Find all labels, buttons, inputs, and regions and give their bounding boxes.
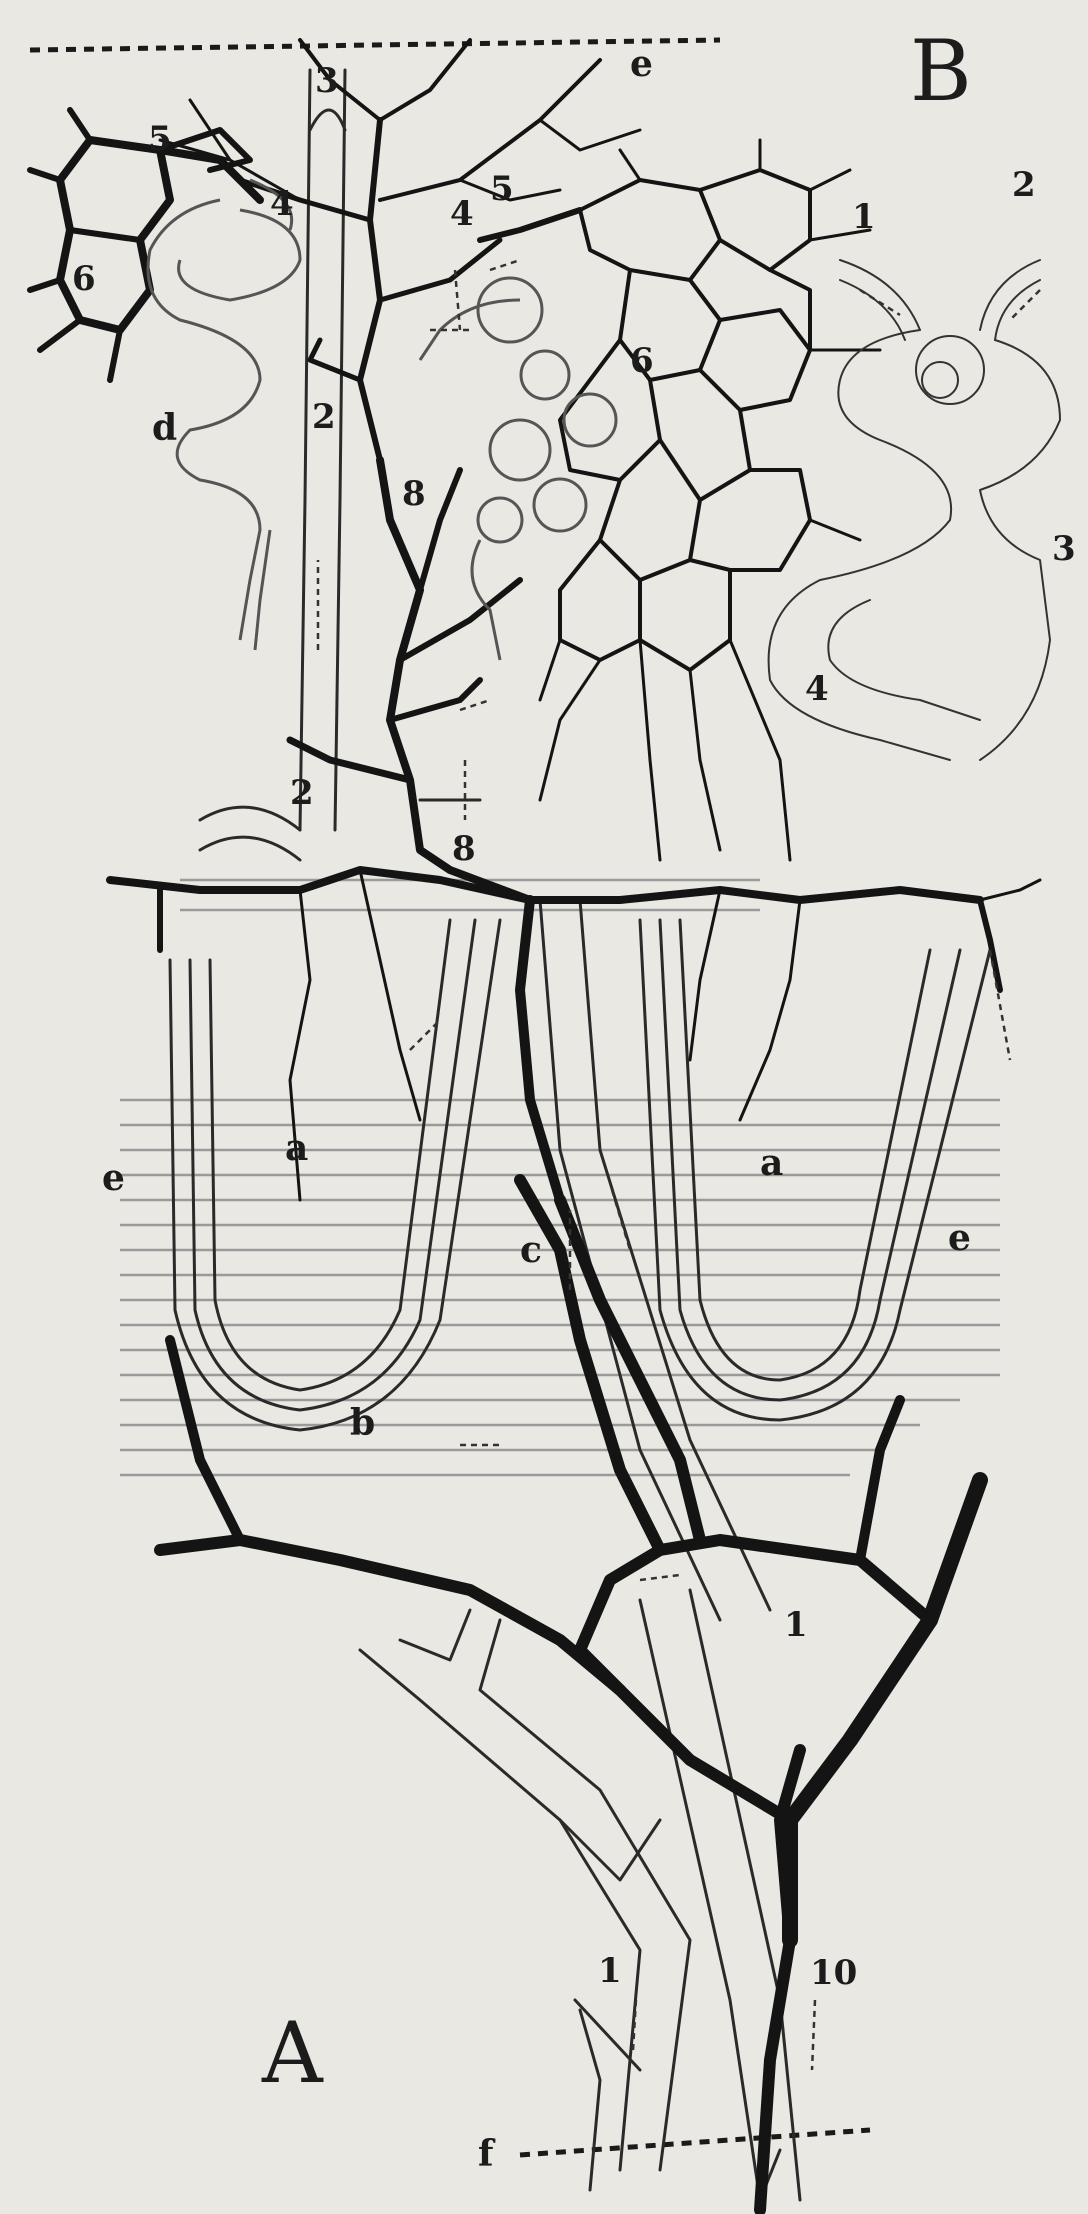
label-b-panel-1: 1 [852, 197, 876, 237]
capillary-network-left [30, 110, 260, 380]
label-a-right: a [760, 1142, 783, 1184]
panel-label-a: A [261, 2004, 324, 2102]
flow-arrows [318, 260, 1010, 2070]
label-8-lower: 8 [452, 829, 476, 869]
label-b-panel-3: 3 [1052, 529, 1076, 569]
label-5-right: 5 [490, 169, 514, 209]
label-4-right: 4 [450, 194, 474, 234]
label-1-left: 1 [598, 1951, 622, 1991]
label-2-upper: 2 [312, 397, 336, 437]
label-8-upper: 8 [402, 474, 426, 514]
label-b-panel-2: 2 [1012, 165, 1036, 205]
label-6-left: 6 [72, 259, 96, 299]
interlobular-vessels-outline [200, 70, 480, 860]
panel-label-b: B [910, 22, 972, 120]
upper-boundary-line [30, 40, 720, 50]
label-e-top: e [630, 43, 653, 85]
label-c: c [520, 1229, 542, 1271]
medulla-hatching [120, 880, 1000, 1475]
label-a-left: a [285, 1127, 308, 1169]
lower-boundary-line [520, 2130, 870, 2155]
label-b-panel-4: 4 [805, 669, 829, 709]
capillary-network-right [480, 140, 880, 860]
label-b: b [350, 1402, 375, 1444]
label-1-right: 1 [784, 1605, 808, 1645]
glomeruli-right [420, 278, 616, 660]
label-e-left: e [102, 1157, 125, 1199]
label-2-lower: 2 [290, 773, 314, 813]
label-f: f [478, 2133, 496, 2175]
label-6-right: 6 [630, 341, 654, 381]
label-e-right: e [948, 1217, 971, 1259]
label-5-left: 5 [148, 119, 172, 159]
label-10: 10 [810, 1953, 857, 1993]
label-4-left: 4 [270, 184, 294, 224]
label-3: 3 [315, 61, 339, 101]
lower-outline-vessel [360, 1610, 690, 2190]
label-d: d [152, 407, 177, 449]
